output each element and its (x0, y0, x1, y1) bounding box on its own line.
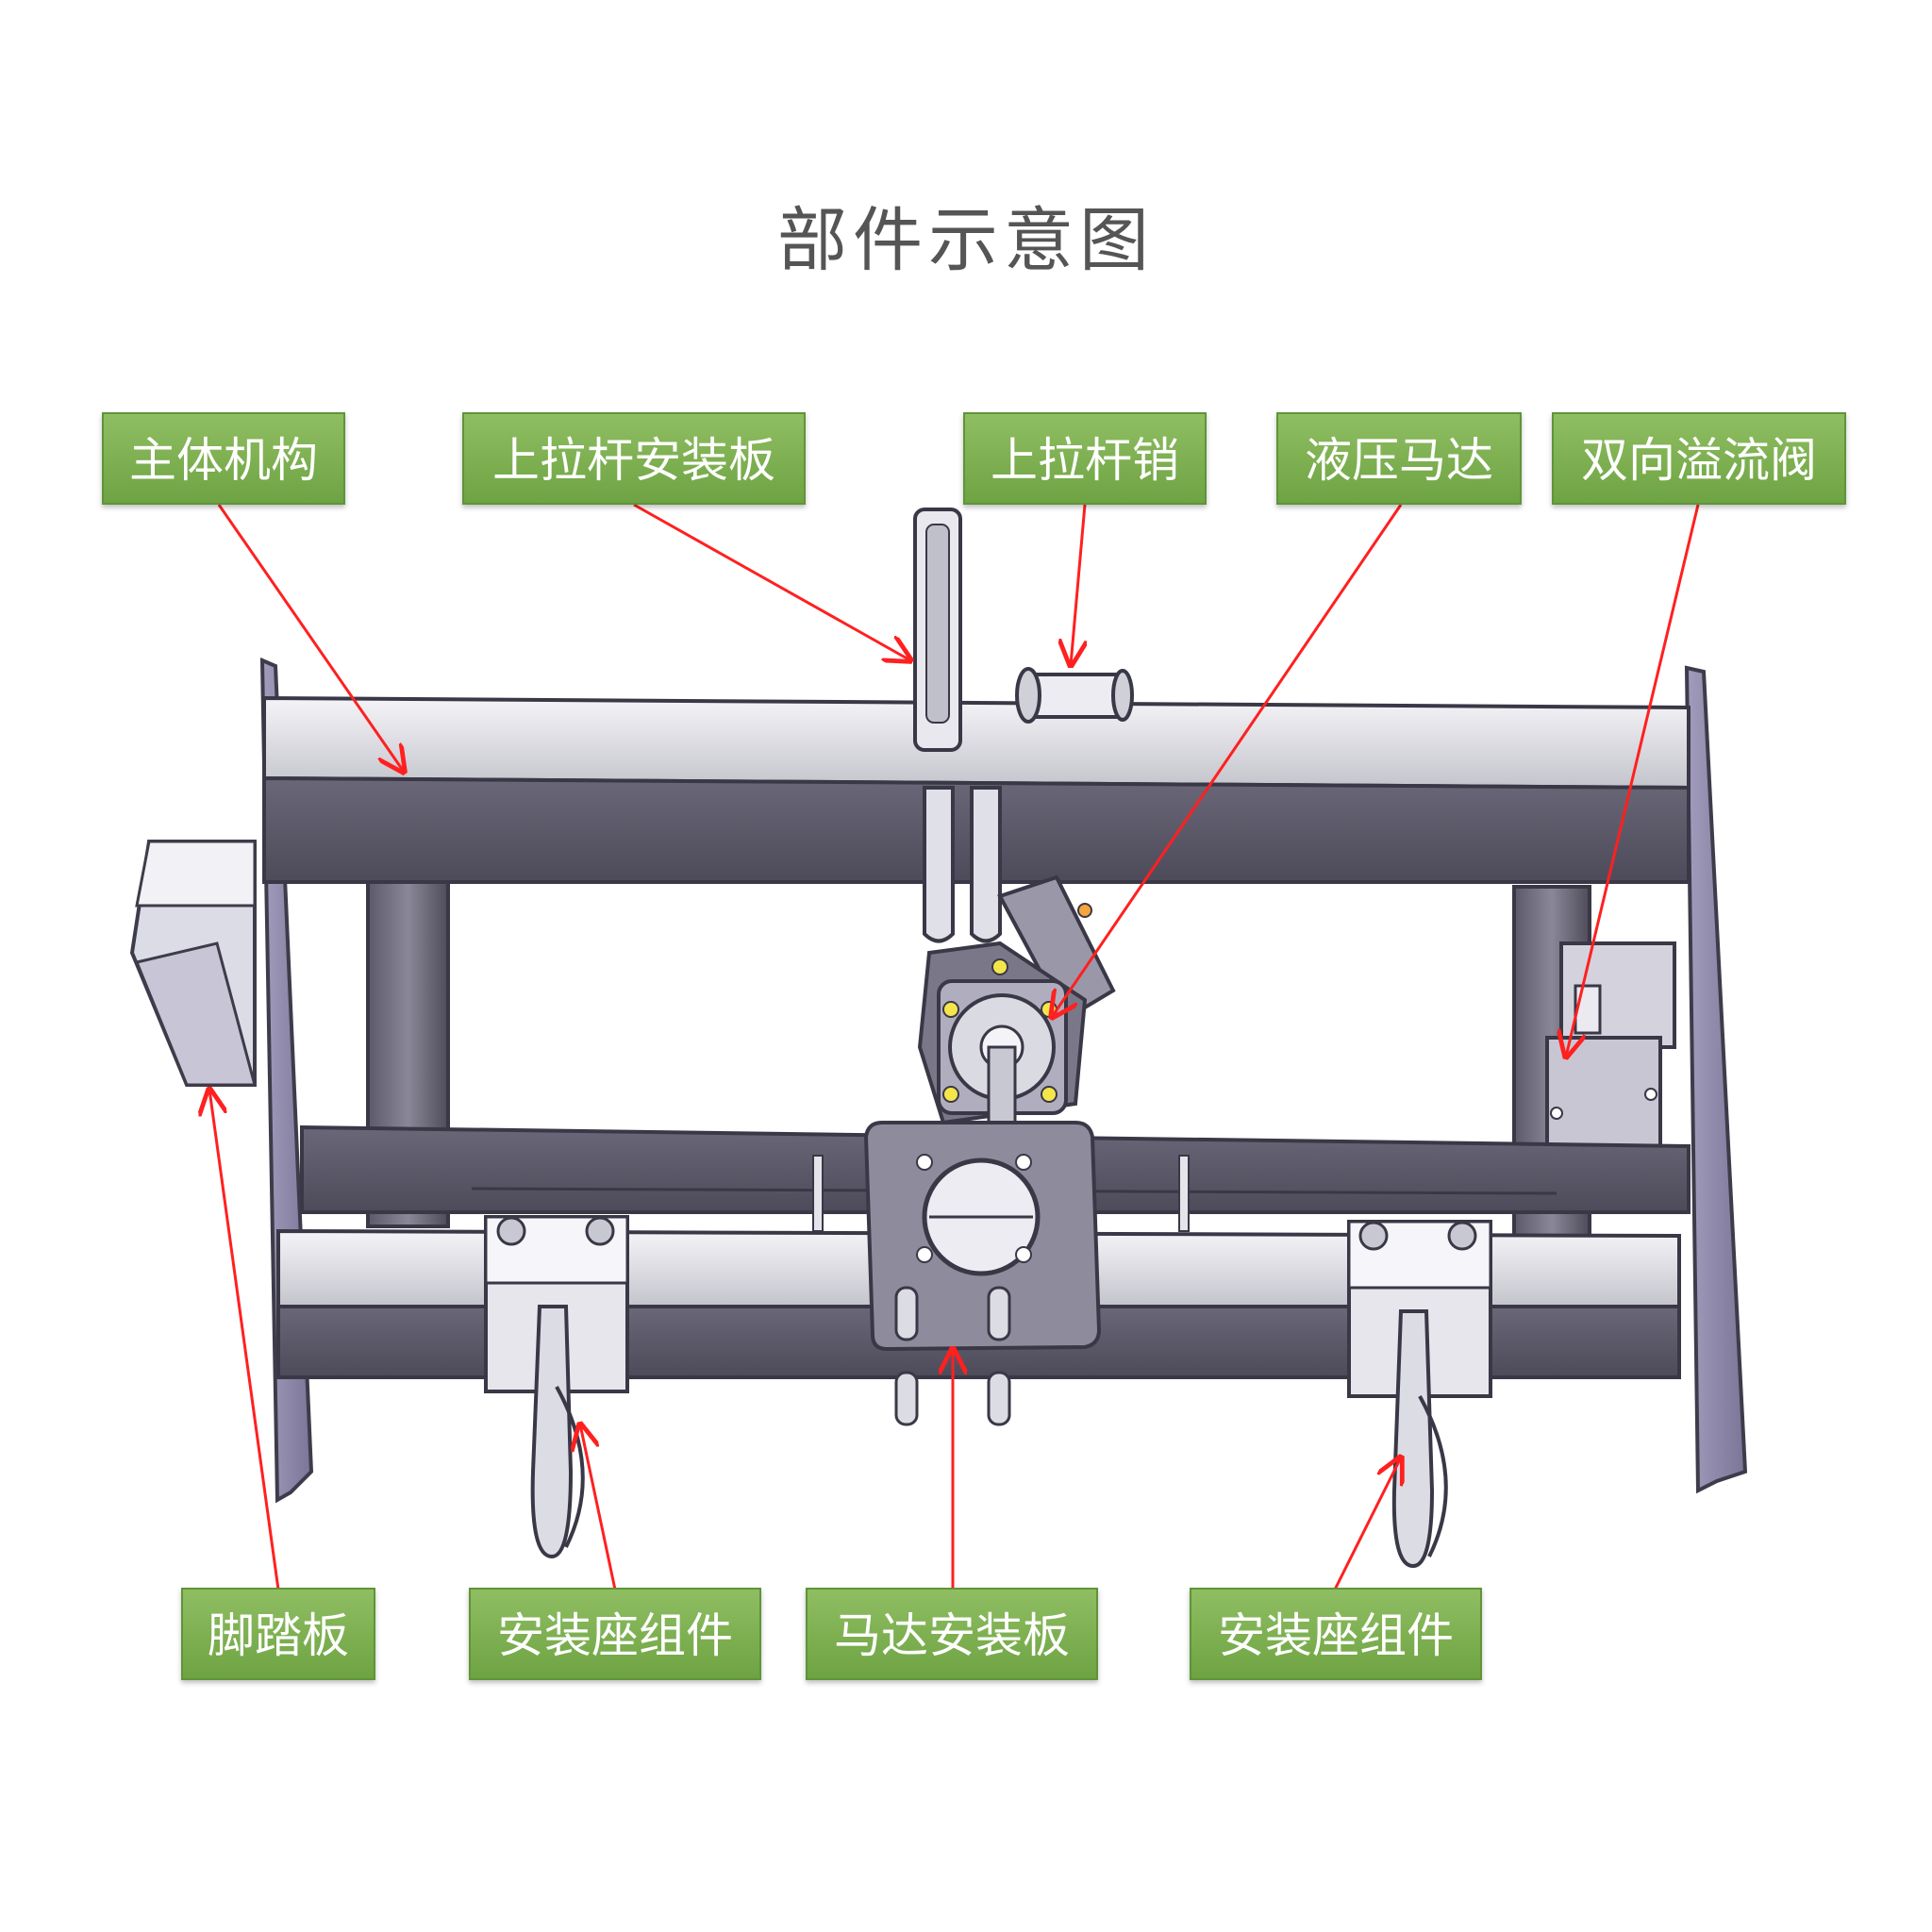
motor-mounting-plate (863, 1121, 1102, 1426)
label-mount-seat-left: 安装座组件 (469, 1588, 761, 1680)
arrow-mount-seat-left (580, 1424, 617, 1591)
mount-seat-left (484, 1215, 629, 1559)
label-main-body: 主体机构 (102, 412, 345, 505)
label-motor-plate: 马达安装板 (806, 1588, 1098, 1680)
right-side-plate (1684, 665, 1748, 1494)
label-upper-link-plate: 上拉杆安装板 (462, 412, 806, 505)
arrow-upper-link-pin (1071, 504, 1085, 665)
callout-arrows (209, 503, 1700, 1591)
arrow-mount-seat-right (1333, 1457, 1401, 1591)
foot-pedal (129, 840, 257, 1087)
diagram-title: 部件示意图 (777, 200, 1155, 281)
mount-seat-right (1347, 1220, 1492, 1569)
upper-link-plate (913, 508, 962, 752)
label-upper-link-pin: 上拉杆销 (963, 412, 1207, 505)
arrow-relief-valve (1566, 504, 1700, 1057)
arrow-main-body (217, 504, 404, 772)
label-relief-valve: 双向溢流阀 (1552, 412, 1846, 505)
label-mount-seat-right: 安装座组件 (1190, 1588, 1482, 1680)
arrow-hydraulic-motor (1052, 504, 1403, 1017)
label-hydraulic-motor: 液压马达 (1276, 412, 1522, 505)
arrow-upper-link-plate (633, 503, 910, 660)
top-beam-top (262, 695, 1690, 791)
label-foot-pedal: 脚踏板 (181, 1588, 375, 1680)
hydraulic-motor (917, 874, 1116, 1125)
upper-link-pin (1015, 667, 1134, 724)
arrow-foot-pedal (209, 1090, 280, 1591)
